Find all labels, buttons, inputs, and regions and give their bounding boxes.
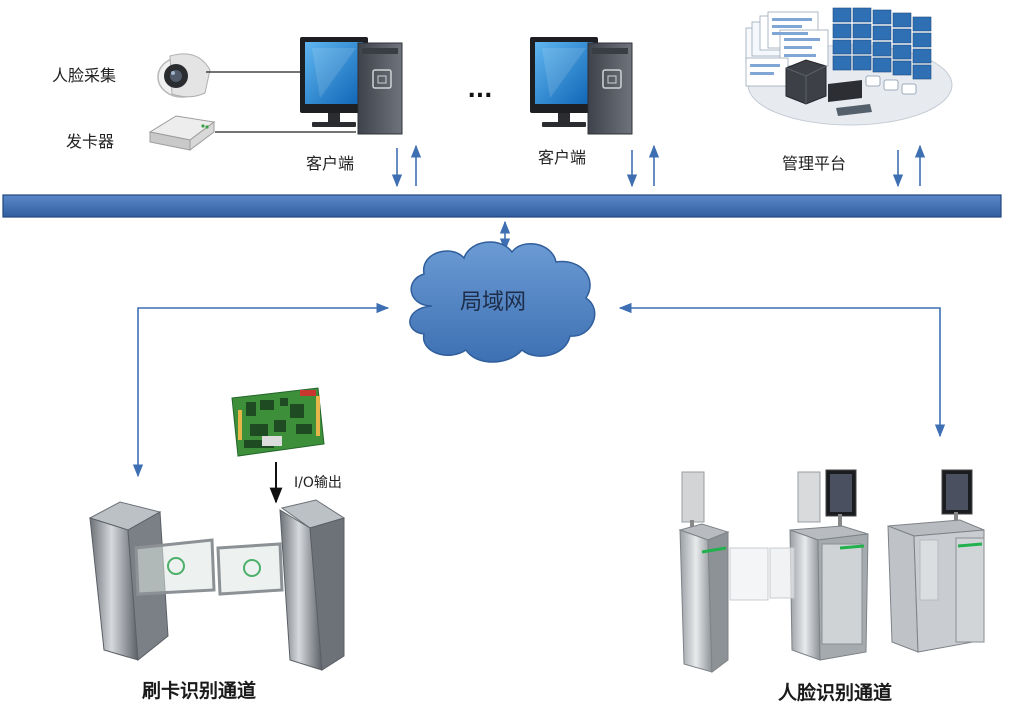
client-computer-icon	[300, 37, 403, 135]
client-1-arrows	[391, 144, 422, 188]
face-gate-icon	[678, 469, 985, 673]
controller-board-icon	[231, 387, 325, 457]
lan-cloud-icon	[409, 241, 596, 363]
face-capture-label: 人脸采集	[52, 66, 117, 85]
lan-to-face-channel-line	[618, 302, 946, 438]
swing-gate-icon	[88, 499, 346, 671]
client-computer-icon	[530, 37, 633, 135]
client-2-label: 客户端	[538, 148, 587, 167]
network-bus	[2, 194, 1002, 218]
card-channel-label: 刷卡识别通道	[142, 680, 257, 702]
io-output-label: I/O输出	[294, 475, 342, 491]
management-platform-label: 管理平台	[782, 154, 847, 173]
platform-arrows	[892, 144, 926, 188]
client-2-arrows	[626, 144, 660, 188]
card-issuer-label: 发卡器	[66, 132, 115, 151]
client-1-label: 客户端	[306, 154, 355, 173]
face-camera-icon	[157, 53, 211, 98]
lan-label: 局域网	[460, 290, 527, 315]
face-channel-label: 人脸识别通道	[778, 682, 893, 704]
lan-to-card-channel-line	[132, 302, 390, 478]
card-reader-icon	[148, 115, 216, 151]
ellipsis-text: ...	[467, 78, 492, 103]
management-platform-icon	[745, 7, 953, 126]
